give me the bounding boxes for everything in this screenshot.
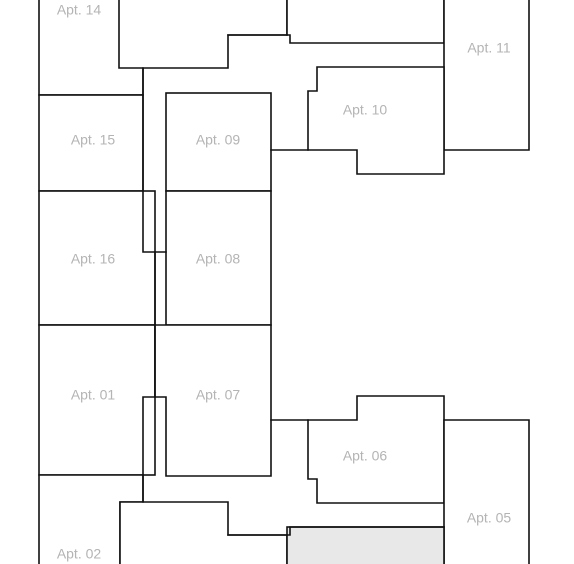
unit-bottom-left[interactable]: [119, 501, 288, 564]
unit-apt-08[interactable]: [165, 190, 272, 326]
label-apt-16: Apt. 16: [71, 251, 116, 267]
label-apt-09: Apt. 09: [196, 132, 241, 148]
corridor-wall-upper: [142, 67, 167, 253]
label-apt-07: Apt. 07: [196, 387, 241, 403]
label-apt-15: Apt. 15: [71, 132, 116, 148]
unit-apt-05[interactable]: [443, 419, 530, 564]
unit-apt-01[interactable]: [38, 324, 156, 476]
unit-apt-11[interactable]: [443, 0, 530, 151]
label-apt-02: Apt. 02: [57, 546, 102, 562]
label-apt-08: Apt. 08: [196, 251, 241, 267]
label-apt-05: Apt. 05: [467, 510, 512, 526]
unit-apt-13[interactable]: [118, 0, 288, 69]
corridor-wall-lower: [142, 396, 156, 503]
unit-apt-15[interactable]: [38, 94, 144, 192]
corridor-wall-bottom: [227, 526, 445, 536]
label-apt-10: Apt. 10: [343, 102, 388, 118]
label-apt-06: Apt. 06: [343, 448, 388, 464]
unit-apt-10[interactable]: [307, 66, 445, 175]
label-apt-11: Apt. 11: [467, 40, 511, 56]
label-apt-14: Apt. 14: [57, 2, 102, 18]
label-apt-01: Apt. 01: [71, 387, 116, 403]
unit-apt-09[interactable]: [165, 92, 272, 192]
highlighted-unit[interactable]: [286, 526, 445, 564]
unit-apt-12[interactable]: [286, 0, 445, 44]
